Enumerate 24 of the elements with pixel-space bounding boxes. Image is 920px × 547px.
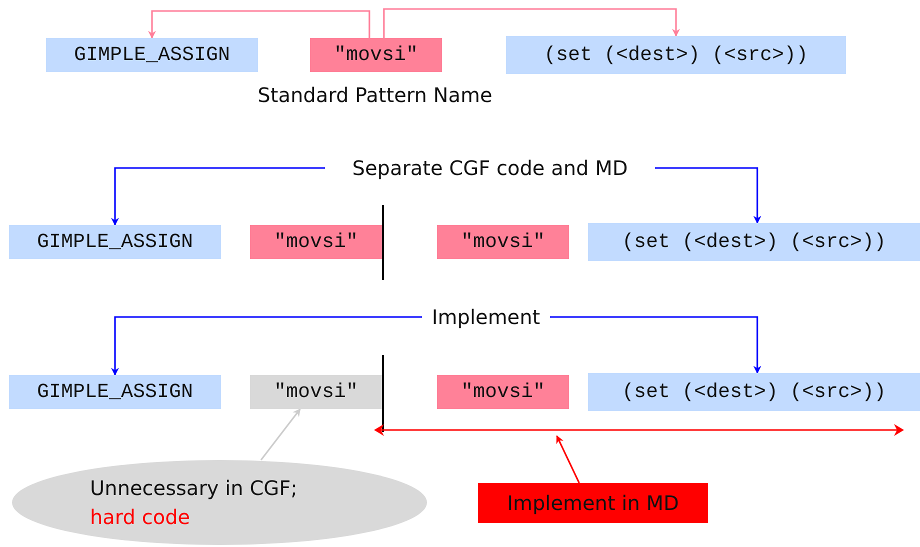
arrow: [148, 10, 370, 39]
arrow: [111, 316, 422, 376]
code-box: "movsi": [437, 375, 569, 409]
arrow: [655, 167, 762, 224]
code-box: (set (<dest>) (<src>)): [588, 223, 920, 261]
arrow: [556, 435, 580, 484]
code-box: "movsi": [250, 225, 382, 259]
arrow: [383, 8, 680, 38]
code-box: GIMPLE_ASSIGN: [46, 38, 258, 72]
note-text: hard code: [90, 504, 190, 530]
code-box: "movsi": [437, 225, 569, 259]
code-box: "movsi": [250, 375, 382, 409]
code-box: GIMPLE_ASSIGN: [9, 375, 221, 409]
code-box: (set (<dest>) (<src>)): [588, 373, 920, 411]
arrow: [550, 316, 762, 374]
arrow: [111, 167, 325, 226]
arrow: [260, 408, 301, 460]
note-text: Unnecessary in CGF;: [90, 474, 298, 502]
label-box: Implement in MD: [478, 483, 708, 523]
code-box: (set (<dest>) (<src>)): [506, 36, 846, 74]
span-arrow: [374, 424, 904, 436]
code-box: GIMPLE_ASSIGN: [9, 225, 221, 259]
code-box: "movsi": [310, 38, 442, 72]
caption-text: Standard Pattern Name: [256, 82, 494, 109]
